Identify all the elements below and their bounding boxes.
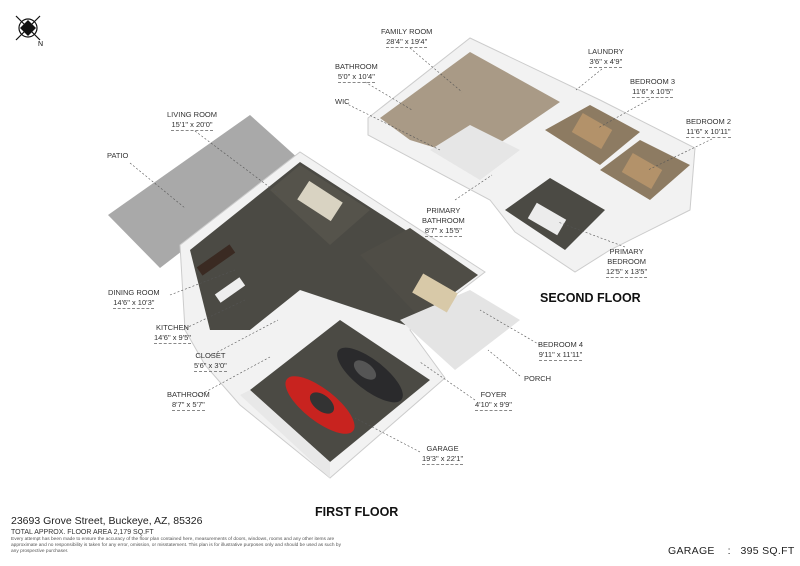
second-floor-plan: [367, 37, 696, 273]
room-dim: 3'6" x 4'9": [589, 57, 623, 68]
room-dim: 19'3" x 22'1": [422, 454, 464, 465]
room-name: FOYER: [480, 390, 507, 399]
room-name: KITCHEN: [156, 323, 189, 332]
property-address: 23693 Grove Street, Buckeye, AZ, 85326: [11, 515, 203, 527]
room-name: BEDROOM: [607, 257, 646, 266]
room-name: PRIMARY: [426, 206, 461, 215]
room-dim: 11'6" x 10'5": [632, 87, 673, 98]
room-name: DINING ROOM: [108, 288, 160, 297]
family-room-floor: [380, 52, 560, 160]
room-name: BEDROOM 4: [538, 340, 584, 349]
room-name: BEDROOM 3: [630, 77, 676, 86]
bed-4: [412, 273, 458, 313]
bed-2: [621, 152, 663, 190]
label-patio: PATIO: [107, 151, 128, 161]
room-dim: 11'6" x 10'11": [686, 127, 731, 138]
black-car: [337, 347, 403, 403]
disclaimer: Every attempt has been made to ensure th…: [11, 537, 341, 554]
porch-area: [400, 290, 520, 370]
garage-area-label: GARAGE: [668, 545, 715, 557]
room-name: PATIO: [107, 151, 129, 160]
red-car: [285, 376, 355, 434]
second-floor-title: SECOND FLOOR: [540, 291, 641, 305]
total-floor-area: TOTAL APPROX. FLOOR AREA 2,179 SQ.FT: [11, 529, 154, 536]
room-name: PRIMARY: [609, 247, 644, 256]
room-name: LIVING ROOM: [167, 110, 218, 119]
label-porch: PORCH: [524, 374, 551, 384]
room-name: PORCH: [524, 374, 552, 383]
leader-lines: [129, 47, 713, 453]
kitchen-island: [214, 277, 246, 303]
room-dim: 8'7" x 5'7": [171, 400, 205, 411]
room-dim: 28'4" x 19'4": [386, 37, 428, 48]
room-name: WIC: [335, 97, 350, 106]
room-name: CLOSET: [195, 351, 226, 360]
room-dim: 4'10" x 9'9": [475, 400, 512, 411]
dining-table: [196, 244, 236, 276]
room-dim: 5'6" x 3'0": [194, 361, 227, 372]
room-dim: 8'7" x 15'5": [424, 226, 462, 237]
garage-wall: [240, 390, 330, 478]
room-name: BEDROOM 2: [686, 117, 732, 126]
garage-floor: [250, 320, 430, 462]
room-name: BATHROOM: [167, 390, 210, 399]
room-name: GARAGE: [426, 444, 459, 453]
room-dim: 14'6" x 9'5": [154, 333, 191, 344]
sofa: [297, 180, 343, 222]
room-dim: 15'1" x 20'0": [171, 120, 213, 131]
room-name: BATHROOM: [422, 216, 465, 225]
garage-area-value: 395 SQ.FT: [740, 545, 795, 557]
compass-north-icon: [15, 15, 41, 41]
compass-label: N: [38, 41, 43, 48]
bed-3: [571, 112, 613, 150]
room-dim: 12'5" x 13'5": [606, 267, 648, 278]
label-wic: WIC: [335, 97, 350, 107]
room-dim: 9'11" x 11'11": [538, 350, 583, 361]
garage-area-separator: :: [727, 545, 731, 557]
room-name: FAMILY ROOM: [381, 27, 433, 36]
room-dim: 14'6" x 10'3": [113, 298, 155, 309]
patio-area: [108, 115, 300, 268]
room-dim: 5'0" x 10'4": [337, 72, 375, 83]
first-floor-plan: [108, 115, 520, 479]
garage-area-summary: GARAGE : 395 SQ.FT: [668, 545, 795, 557]
first-floor-title: FIRST FLOOR: [315, 505, 399, 519]
room-name: LAUNDRY: [588, 47, 624, 56]
room-name: BATHROOM: [335, 62, 378, 71]
bathroom-floor: [430, 125, 520, 180]
primary-bed: [527, 202, 567, 236]
